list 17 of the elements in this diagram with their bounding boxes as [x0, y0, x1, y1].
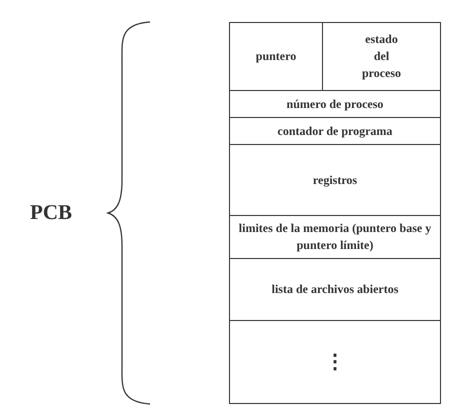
- cell-text: contador de programa: [278, 122, 392, 140]
- cell-text: registros: [312, 172, 358, 188]
- cell-text: estado del proceso: [360, 31, 402, 82]
- table-cell: [229, 90, 441, 118]
- table-cell: [229, 117, 441, 145]
- table-cell: [229, 144, 441, 216]
- table-cell: [229, 22, 323, 91]
- cell-text: lista de archivos abiertos: [272, 281, 398, 298]
- structure-label: PCB: [30, 200, 72, 225]
- table-cell: [229, 215, 441, 259]
- cell-text: puntero: [256, 48, 296, 65]
- table-cell: [229, 258, 441, 321]
- cell-text: número de proceso: [286, 96, 384, 112]
- table-cell: [229, 320, 441, 404]
- table-cell: [322, 22, 441, 91]
- cell-text: ⋮: [325, 354, 345, 370]
- cell-text: limites de la memoria (puntero base y puntero límite): [238, 220, 432, 254]
